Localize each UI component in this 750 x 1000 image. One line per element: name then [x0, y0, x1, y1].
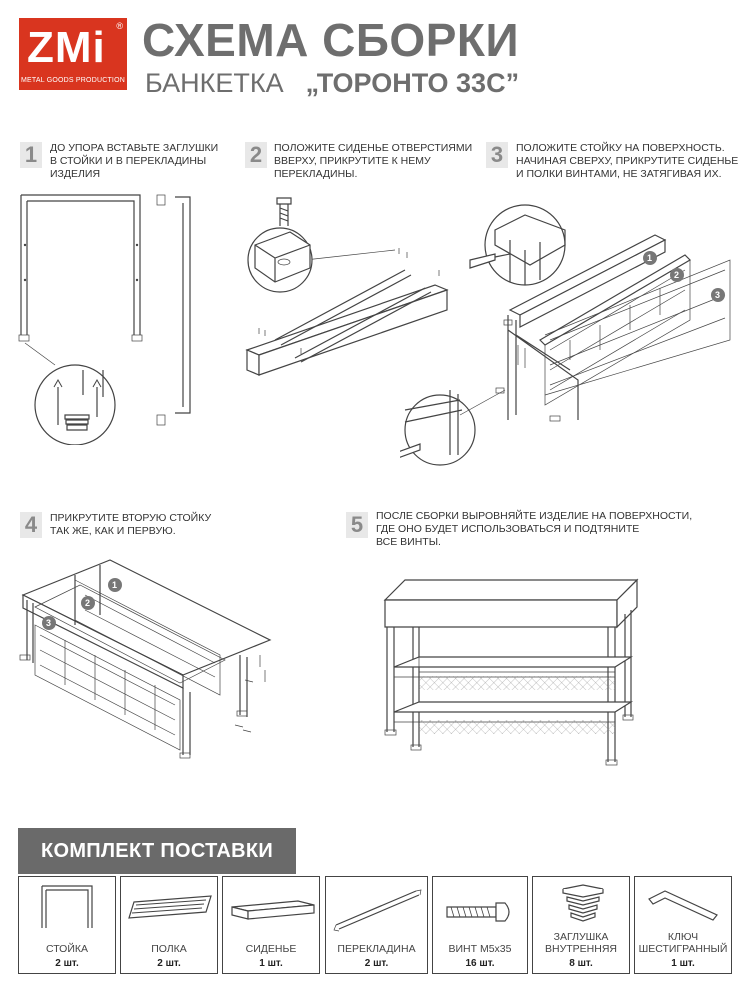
kit-item-name: СИДЕНЬЕ: [245, 943, 297, 955]
kit-item-qty: 2 шт.: [364, 958, 389, 969]
step-1-number: 1: [20, 142, 42, 168]
product-type: БАНКЕТКА: [145, 68, 284, 98]
hex-key-icon: [648, 890, 718, 921]
callout-3: 3: [715, 290, 720, 300]
kit-item-name: ВИНТ М5x35: [448, 943, 512, 955]
brand-logo: ZMi ® METAL GOODS PRODUCTION: [19, 18, 127, 90]
kit-item-qty: 1 шт.: [671, 958, 695, 969]
step-3-text: ПОЛОЖИТЕ СТОЙКУ НА ПОВЕРХНОСТЬ. НАЧИНАЯ …: [516, 142, 739, 180]
page-title: СХЕМА СБОРКИ: [142, 14, 520, 66]
step-1-illustration: [18, 194, 191, 445]
kit-item-qty: 1 шт.: [259, 958, 283, 969]
kit-item-screw: ВИНТ М5x35 16 шт.: [432, 876, 528, 974]
logo-text: ZMi: [27, 23, 106, 72]
kit-item-stand: СТОЙКА 2 шт.: [18, 876, 116, 974]
kit-item-qty: 2 шт.: [157, 958, 181, 969]
kit-item-qty: 16 шт.: [465, 958, 495, 969]
step-3-number: 3: [486, 142, 508, 168]
screw-icon: [446, 902, 510, 922]
kit-item-qty: 8 шт.: [569, 958, 593, 969]
step-2-text: ПОЛОЖИТЕ СИДЕНЬЕ ОТВЕРСТИЯМИ ВВЕРХУ, ПРИ…: [274, 142, 473, 180]
kit-item-name: ПЕРЕКЛАДИНА: [337, 943, 416, 955]
step-5-number: 5: [346, 512, 368, 538]
kit-title: КОМПЛЕКТ ПОСТАВКИ: [18, 828, 296, 874]
kit-item-name: СТОЙКА: [45, 943, 88, 955]
crossbar-icon: [333, 889, 422, 932]
registered-mark: ®: [116, 21, 123, 31]
kit-item-seat: СИДЕНЬЕ 1 шт.: [222, 876, 320, 974]
callout-2: 2: [674, 270, 679, 280]
kit-item-qty: 2 шт.: [55, 958, 79, 969]
kit-item-shelf: ПОЛКА 2 шт.: [120, 876, 218, 974]
kit-item-hex-key: КЛЮЧ ШЕСТИГРАННЫЙ 1 шт.: [634, 876, 732, 974]
product-subtitle: БАНКЕТКА „ТОРОНТО 33С”: [145, 68, 519, 98]
kit-item-plug: ЗАГЛУШКА ВНУТРЕННЯЯ 8 шт.: [532, 876, 630, 974]
plug-icon: [562, 884, 604, 922]
step-4-text: ПРИКРУТИТЕ ВТОРУЮ СТОЙКУ ТАК ЖЕ, КАК И П…: [50, 512, 212, 537]
kit-item-name: КЛЮЧ ШЕСТИГРАННЫЙ: [638, 931, 728, 955]
callout-4-2: 2: [85, 598, 90, 608]
step-3-illustration: 1 2 3: [400, 204, 731, 466]
step-1-text: ДО УПОРА ВСТАВЬТЕ ЗАГЛУШКИ В СТОЙКИ И В …: [50, 142, 219, 180]
callout-4-3: 3: [46, 618, 51, 628]
step-4-number: 4: [20, 512, 42, 538]
shelf-icon: [128, 895, 212, 919]
step-5-text: ПОСЛЕ СБОРКИ ВЫРОВНЯЙТЕ ИЗДЕЛИЕ НА ПОВЕР…: [376, 510, 693, 548]
seat-icon: [231, 900, 315, 920]
frame-icon: [41, 885, 93, 928]
step-5-illustration: [383, 578, 639, 766]
kit-item-crossbar: ПЕРЕКЛАДИНА 2 шт.: [325, 876, 428, 974]
callout-4-1: 1: [112, 580, 117, 590]
step-2-illustration: [245, 197, 449, 376]
kit-item-name: ЗАГЛУШКА ВНУТРЕННЯЯ: [544, 931, 617, 955]
product-name: „ТОРОНТО 33С”: [305, 68, 520, 98]
logo-subtitle: METAL GOODS PRODUCTION: [21, 77, 125, 84]
kit-item-name: ПОЛКА: [151, 943, 187, 955]
step-4-illustration: 1 2 3: [19, 559, 272, 759]
callout-1: 1: [647, 253, 652, 263]
step-2-number: 2: [245, 142, 267, 168]
